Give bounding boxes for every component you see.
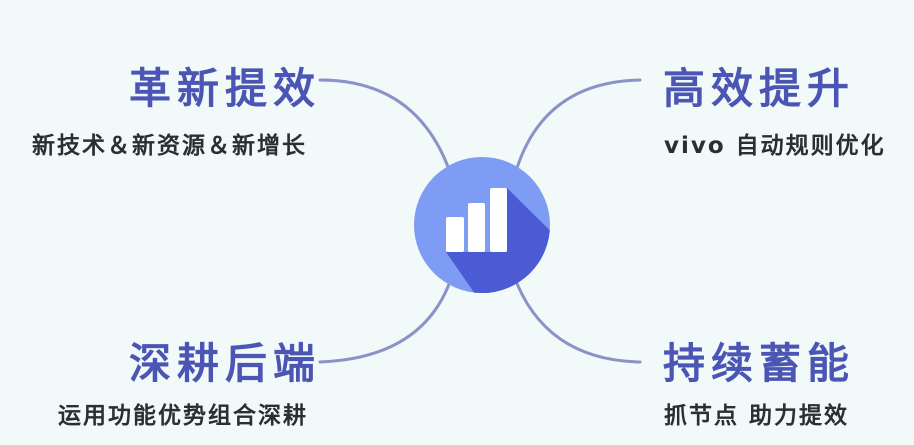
connector-top-left: [318, 78, 454, 180]
node-subtitle: 新技术＆新资源＆新增长: [32, 133, 307, 159]
connector-bottom-right: [512, 274, 642, 364]
node-title: 持续蓄能: [663, 339, 856, 388]
node-subtitle: 运用功能优势组合深耕: [58, 403, 308, 429]
node-subtitle: 抓节点 助力提效: [664, 403, 850, 429]
node-subtitle: vivo 自动规则优化: [664, 133, 886, 159]
bar-1: [446, 217, 464, 252]
bar-chart-icon: [414, 157, 550, 293]
connector-bottom-left: [318, 274, 454, 364]
bar-3: [490, 188, 507, 252]
node-title: 革新提效: [129, 64, 322, 113]
long-shadow: [446, 188, 550, 293]
connector-top-right: [512, 78, 642, 180]
bar-2: [468, 203, 485, 252]
node-title: 深耕后端: [129, 339, 322, 388]
node-title: 高效提升: [663, 64, 856, 113]
